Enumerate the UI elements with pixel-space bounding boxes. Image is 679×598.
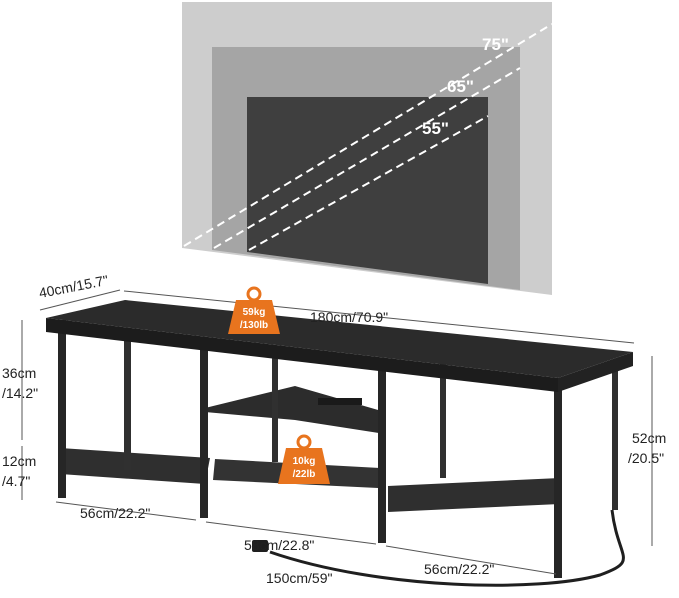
- leg-front-left: [58, 320, 66, 498]
- width-label: 180cm/70.9": [310, 309, 388, 325]
- height-upper-label-line2: /14.2": [2, 385, 38, 401]
- leg-back-left: [124, 330, 131, 470]
- weight-icon: [228, 300, 280, 334]
- leg-mid-right-front: [378, 365, 386, 543]
- dimension-labels: 40cm/15.7" 180cm/70.9" 36cm /14.2" 12cm …: [2, 272, 666, 586]
- weight-icon-handle: [246, 286, 262, 302]
- tv-75-diagonal: [183, 23, 553, 247]
- tv-size-illustration: 75" 65" 55": [182, 2, 553, 295]
- leg-mid-right-back: [440, 360, 446, 478]
- leg-mid-left-front: [200, 345, 208, 518]
- shelf-load-kg: 10kg: [293, 456, 316, 467]
- bottom-shelf-left: [60, 448, 210, 484]
- power-strip: [318, 398, 362, 405]
- height-upper-label-line1: 36cm: [2, 365, 36, 381]
- leg-back-right: [612, 370, 618, 510]
- power-plug-icon: [252, 540, 268, 552]
- leg-front-right: [554, 384, 562, 578]
- bottom-shelf-right: [388, 478, 560, 512]
- tv-size-55-label: 55": [422, 119, 449, 138]
- height-lower-label-line1: 12cm: [2, 453, 36, 469]
- tv-size-75-label: 75": [482, 35, 509, 54]
- tabletop-side-edge: [558, 352, 633, 392]
- section-right-label: 56cm/22.2": [424, 561, 494, 577]
- section-right-line: [385, 545, 557, 575]
- leg-mid-left-back: [272, 350, 278, 462]
- section-left-line: [55, 501, 197, 521]
- depth-label: 40cm/15.7": [38, 272, 110, 301]
- tv-stand: [46, 300, 633, 587]
- dimension-lines: [21, 289, 653, 575]
- power-cable: [269, 509, 625, 587]
- section-middle-label: 58cm/22.8": [244, 537, 314, 553]
- weight-icon-handle: [296, 434, 312, 450]
- tv-55-diagonal: [248, 115, 489, 251]
- tabletop-surface: [46, 300, 633, 378]
- tv-55-screen: [247, 97, 488, 284]
- middle-shelf: [205, 386, 385, 434]
- width-line: [123, 290, 635, 344]
- tabletop-load-badge: 59kg /130lb: [228, 286, 280, 334]
- tabletop-load-lb: /130lb: [240, 320, 268, 331]
- total-height-label-line1: 52cm: [632, 430, 666, 446]
- tabletop-load-kg: 59kg: [243, 307, 266, 318]
- tv-size-65-label: 65": [447, 77, 474, 96]
- tabletop-front-edge: [46, 318, 558, 392]
- cable-length-label: 150cm/59": [266, 570, 332, 586]
- height-lower-label-line2: /4.7": [2, 473, 30, 489]
- weight-icon: [278, 448, 330, 484]
- total-height-label-line2: /20.5": [628, 450, 664, 466]
- tv-65-diagonal: [213, 67, 521, 249]
- shelf-load-badge: 10kg /22lb: [278, 434, 330, 484]
- section-middle-line: [205, 521, 377, 545]
- depth-line: [39, 289, 121, 311]
- shelf-load-lb: /22lb: [293, 469, 316, 480]
- section-left-label: 56cm/22.2": [80, 505, 150, 521]
